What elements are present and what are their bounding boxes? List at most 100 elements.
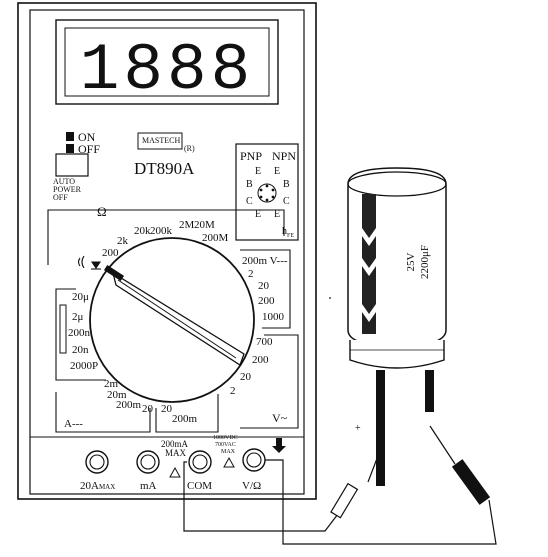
acv-range-20: 20	[240, 371, 251, 383]
switch-on-label: ON	[78, 130, 96, 144]
npn-pin-4: E	[274, 209, 281, 220]
ohm-range-20k: 20k	[134, 225, 151, 237]
v-limit-line1: 1000VDC	[213, 435, 238, 441]
probe-arrow-icon	[272, 438, 286, 453]
jack-ma-label: mA	[140, 480, 157, 492]
ohm-bracket	[47, 209, 285, 265]
capacitor-voltage: 25V	[405, 252, 417, 271]
dca-range-20m: 20m	[107, 389, 127, 401]
jack-com-label: COM	[187, 480, 213, 492]
dcv-range-200: 200	[258, 295, 275, 307]
brand-name: MASTECH	[142, 136, 181, 145]
resistor-vohm	[451, 459, 491, 505]
cap-bracket	[55, 288, 106, 381]
lcd-frame	[55, 19, 279, 105]
v-limit-line3: MAX	[221, 449, 236, 455]
lead-com	[183, 461, 342, 532]
jack-20a	[85, 450, 109, 474]
brand-registered: (R)	[184, 144, 195, 153]
diode-buzzer-icon	[77, 255, 102, 270]
plus-sign: +	[355, 423, 361, 434]
hfe-sub: FE	[287, 233, 295, 239]
hfe-socket	[235, 143, 299, 241]
warning-icon	[169, 456, 235, 478]
hfe-text: h	[282, 226, 287, 237]
aca-bracket	[155, 394, 219, 433]
resistor-com	[330, 482, 359, 519]
npn-pin-3: C	[283, 196, 290, 207]
ohm-range-2k: 2k	[117, 235, 128, 247]
capacitor-top	[347, 171, 447, 197]
model-name: DT890A	[134, 159, 195, 178]
aca-range-200m: 200m	[172, 413, 198, 425]
speck	[329, 297, 331, 299]
switch-off-label: OFF	[78, 142, 101, 156]
capacitor-capacitance: 2200μF	[419, 245, 431, 279]
acv-label: V~	[272, 411, 288, 425]
brand-box	[137, 132, 183, 150]
npn-label: NPN	[272, 149, 297, 163]
meter-face	[29, 9, 305, 495]
ohm-symbol: Ω	[97, 204, 107, 219]
hfe-label: hFE	[282, 226, 295, 240]
v-limit-line2: 700VAC	[215, 442, 236, 448]
cap-range-200n: 200n	[68, 327, 90, 339]
polarity-arrow	[362, 304, 376, 322]
auto-power-line3: OFF	[53, 193, 68, 202]
lead-vohm	[265, 459, 497, 545]
ma-limit-line1: 200mA	[161, 439, 188, 449]
jack-20a-sub: MAX	[98, 483, 116, 491]
ohm-range-200m: 200M	[202, 232, 229, 244]
test-leads	[183, 425, 497, 545]
dca-label: A---	[64, 418, 83, 430]
aca-range-20: 20	[161, 403, 172, 415]
dca-range-200m: 200m	[116, 399, 142, 411]
lcd-digits: 1888	[80, 33, 254, 108]
dial-pointer-tip	[103, 265, 125, 281]
dcv-range-2: 2	[248, 268, 254, 280]
pnp-pin-4: E	[255, 209, 262, 220]
jack-vohm	[242, 448, 266, 472]
auto-power-line1: AUTO	[53, 177, 76, 186]
hfe-socket-holes	[259, 184, 275, 202]
ma-limit-line2: MAX	[165, 448, 187, 458]
dcv-bracket	[240, 249, 291, 329]
capacitor-base	[349, 340, 445, 369]
jack-20a-label: 20AMAX	[80, 481, 115, 492]
dcv-range-200m: 200m V---	[242, 255, 288, 267]
dca-range-20: 20	[142, 403, 153, 415]
jack-ma	[136, 450, 160, 474]
dcv-range-20: 20	[258, 280, 269, 292]
cap-range-2000p: 2000P	[70, 360, 99, 372]
dca-bracket	[55, 392, 151, 433]
ohm-range-20m: 20M	[194, 219, 215, 231]
jack-20a-text: 20A	[80, 480, 99, 492]
dca-range-2m: 2m	[104, 378, 119, 390]
polarity-arrow	[362, 258, 376, 276]
cap-range-20u: 20μ	[72, 291, 89, 303]
capacitor-leg-negative	[425, 370, 434, 412]
electrolytic-capacitor: 25V 2200μF	[347, 167, 447, 486]
jack-com	[188, 450, 212, 474]
dcv-range-1000: 1000	[262, 311, 284, 323]
auto-power-line2: POWER	[53, 185, 81, 194]
acv-range-700: 700	[256, 336, 273, 348]
npn-pin-2: B	[283, 179, 290, 190]
acv-bracket	[240, 334, 299, 429]
npn-pin-1: E	[274, 166, 281, 177]
cap-range-2u: 2μ	[72, 311, 84, 323]
hfe-socket-circle	[257, 183, 277, 203]
acv-range-2: 2	[230, 385, 236, 397]
switch-on-icon	[66, 132, 74, 141]
pnp-label: PNP	[240, 149, 263, 163]
ohm-range-200: 200	[102, 247, 119, 259]
pnp-pin-1: E	[255, 166, 262, 177]
jack-vohm-label: V/Ω	[242, 480, 262, 492]
ohm-range-2m: 2M	[179, 219, 195, 231]
switch-off-icon	[66, 144, 74, 153]
pnp-pin-2: B	[246, 179, 253, 190]
polarity-arrow	[362, 228, 376, 246]
ohm-range-200k: 200k	[150, 225, 172, 237]
